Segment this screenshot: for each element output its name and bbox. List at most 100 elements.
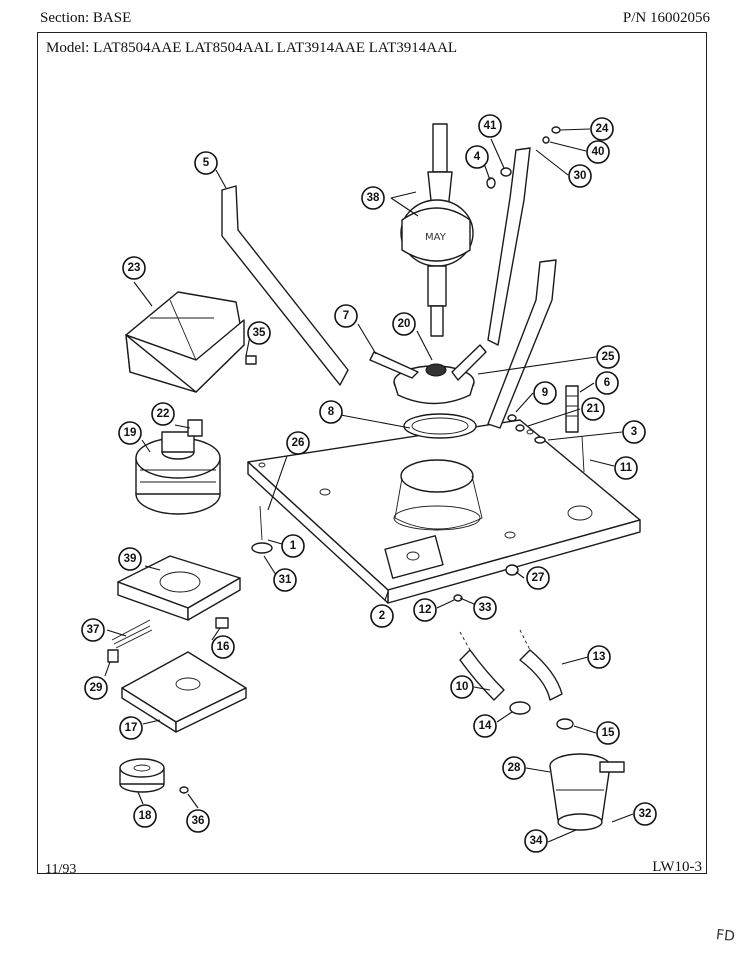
callout-24: 24 bbox=[590, 117, 614, 141]
svg-text:28: 28 bbox=[508, 762, 521, 774]
callout-16: 16 bbox=[211, 635, 235, 659]
callout-9: 9 bbox=[533, 381, 557, 405]
callout-29: 29 bbox=[84, 676, 108, 700]
callout-13: 13 bbox=[587, 645, 611, 669]
svg-text:4: 4 bbox=[474, 151, 481, 163]
svg-text:2: 2 bbox=[379, 610, 385, 622]
svg-text:33: 33 bbox=[479, 602, 492, 614]
svg-text:19: 19 bbox=[124, 427, 137, 439]
svg-text:MAY: MAY bbox=[425, 232, 447, 243]
callout-15: 15 bbox=[596, 721, 620, 745]
callout-6: 6 bbox=[595, 371, 619, 395]
tub-support-legs bbox=[221, 147, 557, 429]
svg-text:3: 3 bbox=[631, 426, 637, 438]
callout-37: 37 bbox=[81, 618, 105, 642]
callout-34: 34 bbox=[524, 829, 548, 853]
svg-text:24: 24 bbox=[596, 123, 609, 135]
callout-39: 39 bbox=[118, 547, 142, 571]
callout-41: 41 bbox=[478, 114, 502, 138]
svg-text:6: 6 bbox=[604, 377, 610, 389]
svg-text:11: 11 bbox=[620, 462, 633, 474]
svg-text:5: 5 bbox=[203, 157, 210, 169]
svg-text:22: 22 bbox=[157, 408, 170, 420]
svg-text:9: 9 bbox=[542, 387, 548, 399]
callout-2: 2 bbox=[370, 604, 394, 628]
callout-32: 32 bbox=[633, 802, 657, 826]
callout-30: 30 bbox=[568, 164, 592, 188]
callout-31: 31 bbox=[273, 568, 297, 592]
svg-text:7: 7 bbox=[343, 310, 349, 322]
svg-text:1: 1 bbox=[290, 540, 297, 552]
section-title: Section: BASE bbox=[40, 10, 132, 26]
svg-text:37: 37 bbox=[87, 624, 100, 636]
page-code: LW10-3 bbox=[652, 859, 702, 875]
callout-11: 11 bbox=[614, 456, 638, 480]
hoses bbox=[459, 629, 563, 701]
svg-text:31: 31 bbox=[279, 574, 292, 586]
callout-17: 17 bbox=[119, 716, 143, 740]
svg-text:21: 21 bbox=[587, 403, 600, 415]
svg-text:17: 17 bbox=[125, 722, 138, 734]
callout-18: 18 bbox=[133, 804, 157, 828]
motor bbox=[135, 419, 221, 515]
callout-4: 4 bbox=[465, 145, 489, 169]
revision-date: 11/93 bbox=[45, 862, 77, 877]
svg-text:35: 35 bbox=[253, 327, 266, 339]
lower-plate bbox=[121, 651, 247, 733]
callout-40: 40 bbox=[586, 140, 610, 164]
svg-text:40: 40 bbox=[592, 146, 605, 158]
svg-text:34: 34 bbox=[530, 835, 543, 847]
svg-text:29: 29 bbox=[90, 682, 103, 694]
callout-36: 36 bbox=[186, 809, 210, 833]
callout-33: 33 bbox=[473, 596, 497, 620]
svg-text:15: 15 bbox=[602, 727, 615, 739]
callout-35: 35 bbox=[247, 321, 271, 345]
callout-22: 22 bbox=[151, 402, 175, 426]
svg-text:39: 39 bbox=[124, 553, 137, 565]
motor-pulley bbox=[119, 758, 165, 793]
callout-12: 12 bbox=[413, 598, 437, 622]
callout-28: 28 bbox=[502, 756, 526, 780]
svg-text:12: 12 bbox=[419, 604, 432, 616]
callout-20: 20 bbox=[392, 312, 416, 336]
svg-text:16: 16 bbox=[217, 641, 230, 653]
callout-19: 19 bbox=[118, 421, 142, 445]
svg-text:41: 41 bbox=[484, 120, 497, 132]
svg-text:8: 8 bbox=[328, 406, 335, 418]
svg-text:20: 20 bbox=[398, 318, 411, 330]
svg-text:10: 10 bbox=[456, 681, 469, 693]
callout-27: 27 bbox=[526, 566, 550, 590]
handwritten-initials: FD bbox=[715, 927, 736, 945]
motor-cover bbox=[125, 291, 245, 393]
callout-8: 8 bbox=[319, 400, 343, 424]
callout-3: 3 bbox=[622, 420, 646, 444]
callout-10: 10 bbox=[450, 675, 474, 699]
svg-text:13: 13 bbox=[593, 651, 606, 663]
diagram-frame bbox=[37, 32, 707, 874]
small-parts bbox=[107, 126, 585, 794]
transmission: MAY bbox=[400, 123, 474, 337]
pump bbox=[549, 753, 625, 831]
callout-1: 1 bbox=[281, 534, 305, 558]
callout-7: 7 bbox=[334, 304, 358, 328]
svg-text:25: 25 bbox=[602, 351, 615, 363]
callout-25: 25 bbox=[596, 345, 620, 369]
callout-5: 5 bbox=[194, 151, 218, 175]
svg-text:27: 27 bbox=[532, 572, 545, 584]
pulley-assembly bbox=[369, 344, 487, 405]
svg-text:14: 14 bbox=[479, 720, 492, 732]
svg-text:32: 32 bbox=[639, 808, 652, 820]
svg-text:18: 18 bbox=[139, 810, 152, 822]
callout-23: 23 bbox=[122, 256, 146, 280]
svg-text:26: 26 bbox=[292, 437, 305, 449]
callout-38: 38 bbox=[361, 186, 385, 210]
callout-21: 21 bbox=[581, 397, 605, 421]
model-line: Model: LAT8504AAE LAT8504AAL LAT3914AAE … bbox=[46, 40, 458, 56]
motor-bracket bbox=[117, 555, 241, 621]
callout-14: 14 bbox=[473, 714, 497, 738]
callout-26: 26 bbox=[286, 431, 310, 455]
part-number: P/N 16002056 bbox=[622, 10, 710, 26]
leader-lines bbox=[104, 128, 634, 843]
svg-text:23: 23 bbox=[128, 262, 141, 274]
